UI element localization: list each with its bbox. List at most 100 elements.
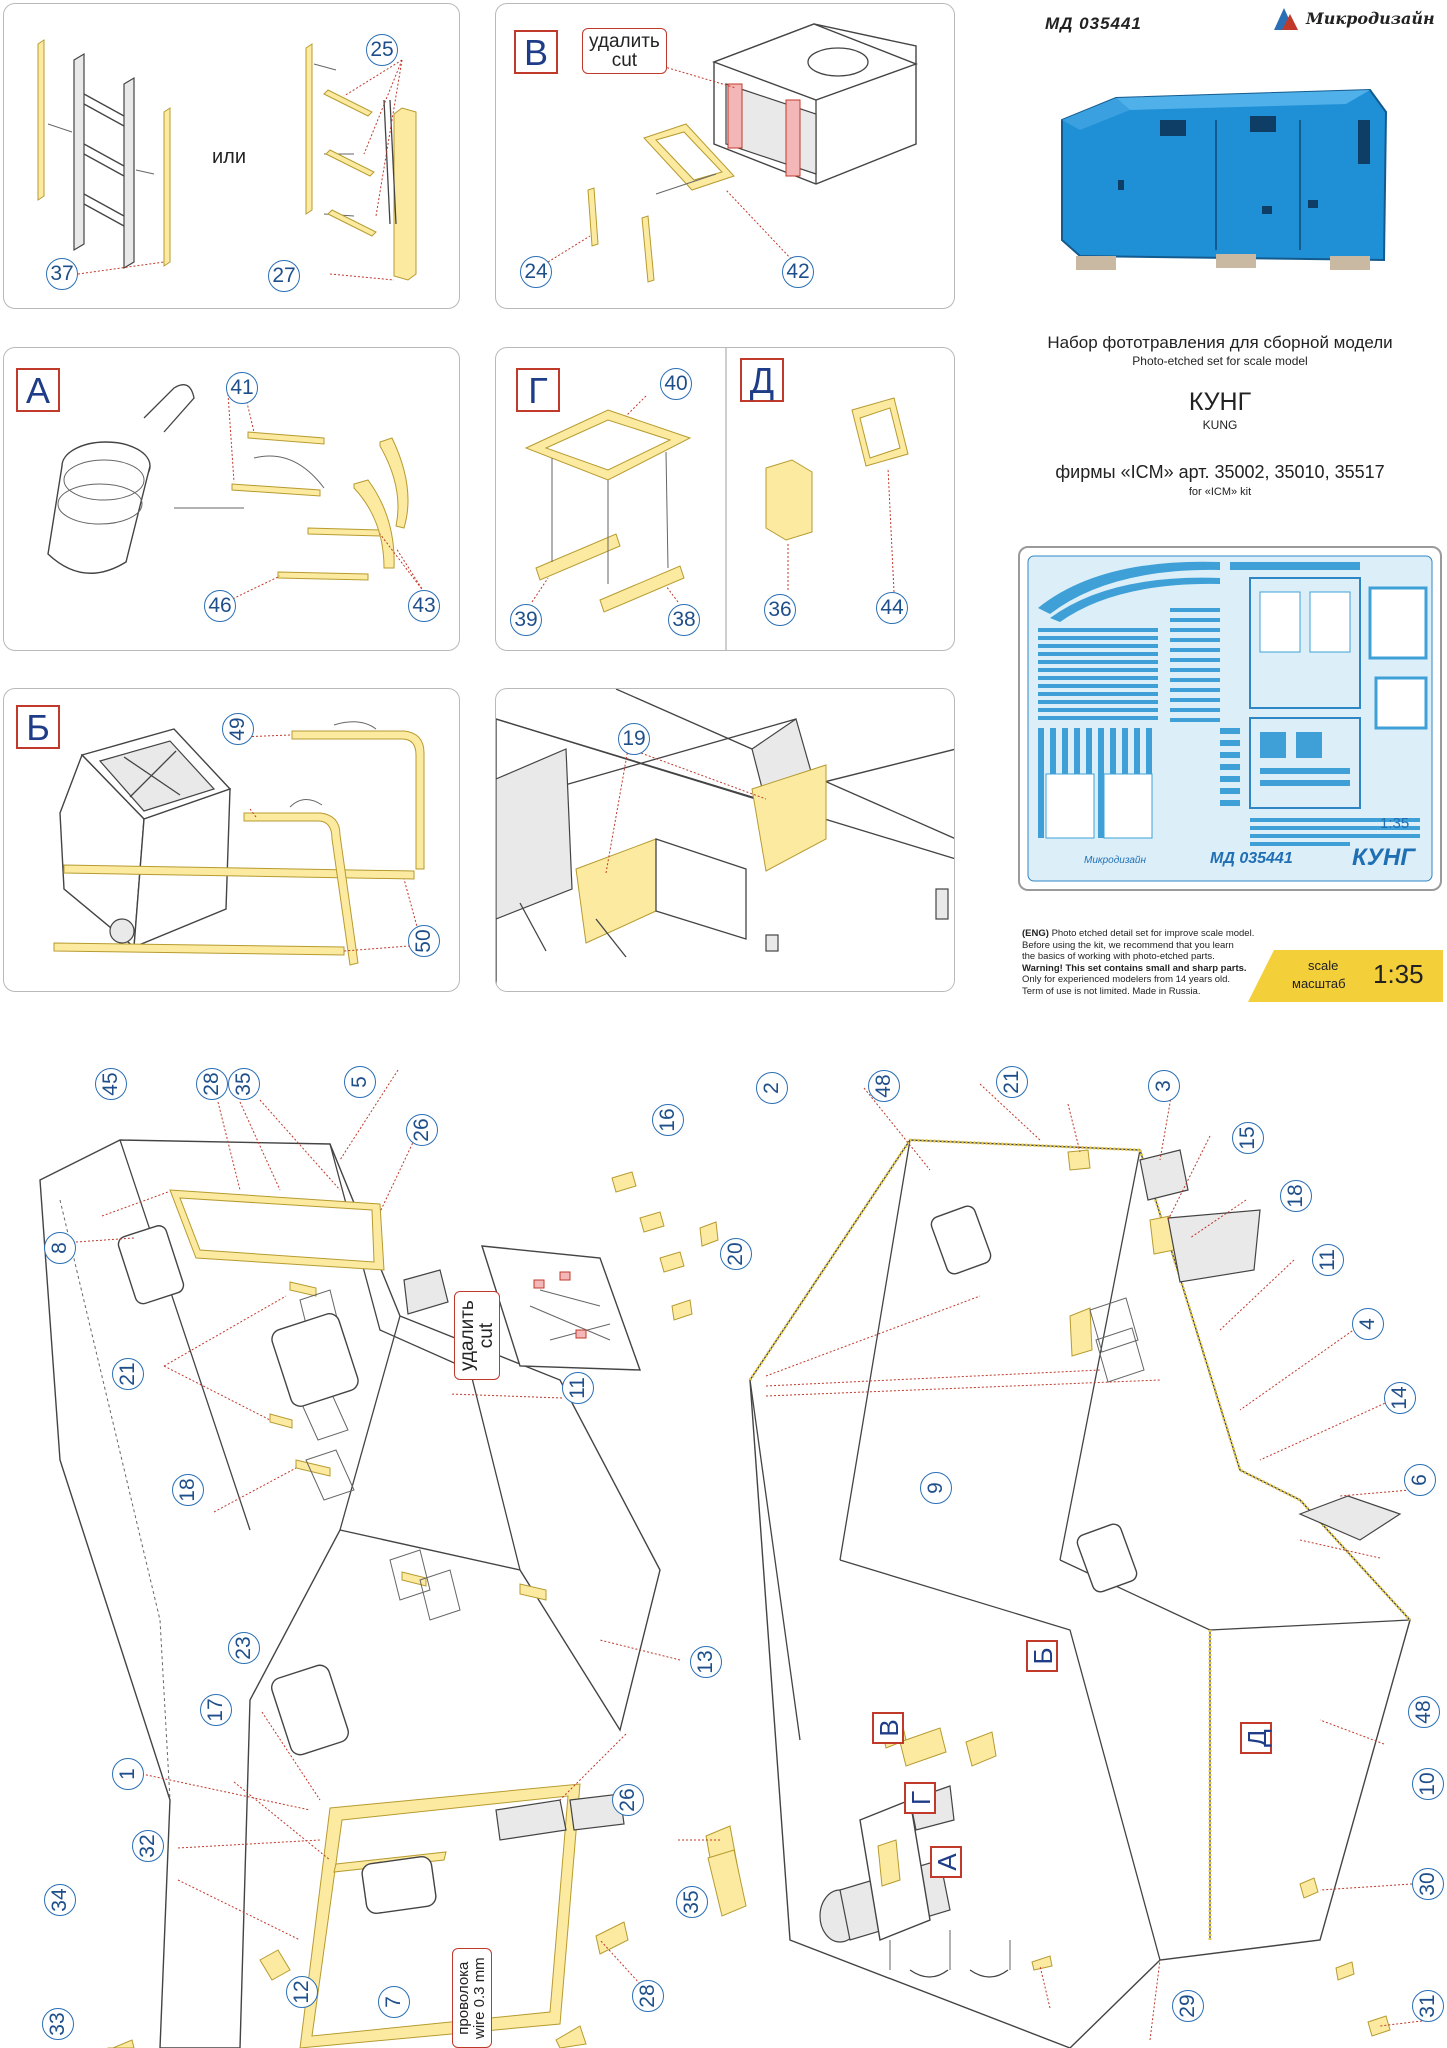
panel-ladder: или 37 25 27	[3, 3, 460, 309]
section-label-b: Б	[16, 705, 60, 749]
muffler-drawing	[47, 384, 425, 605]
scale-value: 1:35	[1373, 959, 1424, 989]
frame-drawing	[524, 348, 909, 650]
left-body-drawing	[39, 1069, 747, 2048]
notes-line-3: the basics of working with photo-etched …	[1022, 951, 1215, 962]
brand-name: Микродизайн	[1306, 9, 1435, 28]
callout-48-bottom: 48	[1408, 1696, 1440, 1728]
brand-mark-icon	[1274, 8, 1298, 30]
callout-44: 44	[876, 592, 908, 624]
callout-39: 39	[510, 604, 542, 636]
callout-11-right: 11	[1312, 1244, 1344, 1276]
model-photo	[1040, 60, 1400, 300]
subtitle-en: Photo-etched set for scale model	[1132, 354, 1308, 368]
notes-line-4: Warning! This set contains small and sha…	[1022, 962, 1247, 974]
cut-label: удалить cut	[582, 28, 667, 74]
callout-32: 32	[132, 1830, 164, 1862]
wire-label: проволока wire 0.3 mm	[452, 1948, 492, 2048]
section-label-v: В	[514, 30, 558, 74]
callout-30: 30	[1412, 1868, 1444, 1900]
wire-ru: проволока	[455, 1961, 472, 2035]
product-name-en: KUNG	[1202, 418, 1238, 432]
fret-brand: Микродизайн	[1084, 855, 1146, 866]
callout-26-bottom: 26	[612, 1784, 644, 1816]
section-label-d: Д	[740, 358, 784, 402]
usage-notes: (ENG) Photo etched detail set for improv…	[1022, 928, 1322, 997]
notes-line-1: (ENG) Photo etched detail set for improv…	[1022, 928, 1255, 939]
callout-6: 6	[1404, 1464, 1436, 1496]
section-marker-d: Д	[1240, 1722, 1272, 1754]
callout-31: 31	[1412, 1990, 1444, 2022]
callout-41: 41	[226, 372, 258, 404]
notes-eng-tag: (ENG)	[1022, 928, 1049, 939]
fret-sheet: 1:35 МД 035441 КУНГ Микродизайн	[1018, 546, 1442, 891]
cut-label-vertical: удалить cut	[454, 1291, 500, 1380]
callout-34: 34	[44, 1884, 76, 1916]
callout-19: 19	[618, 723, 650, 755]
callout-2: 2	[756, 1072, 788, 1104]
callout-9: 9	[920, 1472, 952, 1504]
section-marker-a: А	[930, 1846, 962, 1878]
section-label-a: А	[16, 368, 60, 412]
section-label-g: Г	[516, 368, 560, 412]
callout-43: 43	[408, 590, 440, 622]
callout-27: 27	[268, 260, 300, 292]
callout-1: 1	[112, 1758, 144, 1790]
callout-29: 29	[1172, 1990, 1204, 2022]
kit-ref-ru: фирмы «ICM» арт. 35002, 35010, 35517	[1055, 462, 1385, 482]
kit-ref-en: for «ICM» kit	[1188, 486, 1252, 498]
callout-46: 46	[204, 590, 236, 622]
scale-badge-bg	[1248, 950, 1443, 1002]
callout-13: 13	[690, 1646, 722, 1678]
scale-badge: scale масштаб 1:35	[1248, 950, 1443, 1002]
callout-16: 16	[652, 1104, 684, 1136]
fret-parts-illustration	[1027, 555, 1433, 882]
right-assembly	[740, 1040, 1447, 2048]
fret-scale: 1:35	[1380, 815, 1410, 832]
callout-42: 42	[782, 256, 814, 288]
callout-14: 14	[1384, 1382, 1416, 1414]
callout-23: 23	[228, 1632, 260, 1664]
callout-25: 25	[366, 34, 398, 66]
callout-28: 28	[196, 1068, 228, 1100]
callout-28-bottom: 28	[632, 1980, 664, 2012]
ladder-drawing	[37, 39, 417, 281]
section-marker-b: Б	[1026, 1640, 1058, 1672]
callout-3: 3	[1148, 1070, 1180, 1102]
callout-36: 36	[764, 594, 796, 626]
callout-4: 4	[1352, 1308, 1384, 1340]
callout-11: 11	[562, 1372, 594, 1404]
callout-5: 5	[344, 1066, 376, 1098]
section-marker-v: В	[872, 1712, 904, 1744]
tank-drawing	[53, 721, 425, 966]
callout-33: 33	[42, 2008, 74, 2040]
panel-section-g-d: Г Д 40 39 38 36 44	[495, 347, 955, 651]
or-label: или	[212, 146, 247, 168]
cut-en: cut	[476, 1322, 497, 1349]
callout-50: 50	[408, 925, 440, 957]
panel-interior: 19	[495, 688, 955, 992]
callout-26-top: 26	[406, 1114, 438, 1146]
kung-body-illustration	[1061, 88, 1388, 270]
panel-section-a: А 41 46 43	[3, 347, 460, 651]
section-marker-g: Г	[904, 1782, 936, 1814]
product-name-ru: КУНГ	[1188, 388, 1252, 416]
callout-21-right: 21	[996, 1066, 1028, 1098]
panel-section-v: В удалить cut 24 42	[495, 3, 955, 309]
callout-24: 24	[520, 256, 552, 288]
cut-en: cut	[611, 50, 638, 71]
box-drawing	[547, 23, 918, 283]
cut-ru: удалить	[457, 1300, 478, 1371]
subtitle-ru: Набор фототравления для сборной модели	[1047, 333, 1393, 352]
product-code: МД 035441	[1045, 14, 1142, 33]
callout-8: 8	[44, 1232, 76, 1264]
notes-line-2: Before using the kit, we recommend that …	[1022, 939, 1234, 951]
notes-line-6: Term of use is not limited. Made in Russ…	[1022, 985, 1201, 997]
brand-logo: Микродизайн	[1272, 6, 1442, 32]
callout-10: 10	[1412, 1768, 1444, 1800]
callout-35-bottom: 35	[676, 1886, 708, 1918]
callout-35: 35	[228, 1068, 260, 1100]
right-body-drawing	[748, 1079, 1431, 2048]
callout-40: 40	[660, 368, 692, 400]
callout-21: 21	[112, 1358, 144, 1390]
